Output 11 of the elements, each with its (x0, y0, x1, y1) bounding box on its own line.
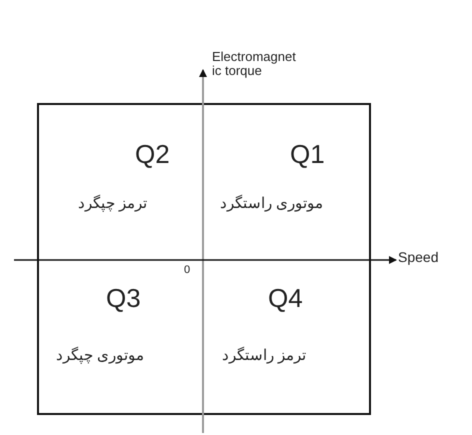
quadrant-caption: ترمز چپگرد (78, 196, 148, 212)
quadrant-number: Q3 (106, 284, 141, 313)
quadrant-number: Q2 (135, 140, 170, 169)
quadrant-caption: موتوری چپگرد (56, 348, 144, 364)
quadrant-number: Q4 (268, 284, 303, 313)
axis-title: Electromagnet ic torque (212, 50, 297, 79)
origin-label: 0 (184, 264, 190, 276)
axis-title: Speed (398, 250, 438, 266)
quadrant-caption: موتوری راستگرد (220, 196, 324, 212)
quadrant-number: Q1 (290, 140, 325, 169)
quadrant-caption: ترمز راستگرد (222, 348, 306, 364)
